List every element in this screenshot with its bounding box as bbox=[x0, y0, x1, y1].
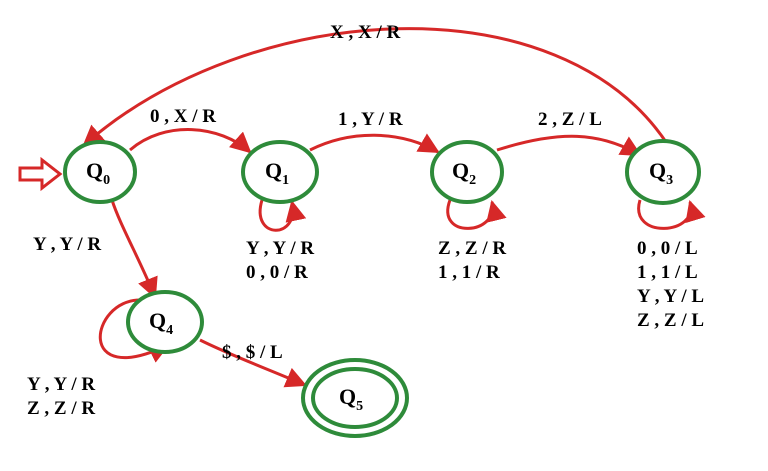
self-loop-q2 bbox=[446, 199, 507, 230]
state-q2 bbox=[430, 140, 504, 204]
state-q4 bbox=[126, 290, 204, 354]
label-q0-q4: Y , Y / R bbox=[33, 234, 101, 255]
label-loop-q4-1: Y , Y / R bbox=[27, 374, 95, 395]
label-loop-q3-4: Z , Z / L bbox=[637, 310, 704, 331]
edge-q3-q0 bbox=[82, 27, 670, 147]
state-q3 bbox=[625, 139, 701, 205]
edge-q2-q3 bbox=[496, 134, 642, 157]
state-q0 bbox=[63, 140, 137, 204]
self-loop-q3 bbox=[637, 199, 706, 230]
label-loop-q1-2: 0 , 0 / R bbox=[246, 262, 308, 283]
label-q3-q0: X , X / R bbox=[330, 22, 400, 43]
label-loop-q4-2: Z , Z / R bbox=[27, 398, 95, 419]
label-loop-q2-2: 1 , 1 / R bbox=[438, 262, 500, 283]
edge-q0-q1 bbox=[129, 128, 252, 154]
state-label-q0: Q0 bbox=[86, 158, 110, 188]
label-q4-q5: $ , $ / L bbox=[222, 342, 283, 363]
self-loop-q1 bbox=[258, 199, 307, 232]
start-arrow-icon bbox=[18, 156, 63, 192]
edge-q0-q4 bbox=[110, 199, 158, 299]
edge-q1-q2 bbox=[309, 133, 440, 154]
state-label-q1: Q1 bbox=[265, 158, 289, 188]
state-label-q4: Q4 bbox=[149, 308, 173, 338]
label-q0-q1: 0 , X / R bbox=[150, 106, 216, 127]
state-label-q2: Q2 bbox=[452, 158, 476, 188]
edge-q4-q5 bbox=[199, 338, 307, 388]
self-loop-q4 bbox=[98, 298, 170, 363]
label-loop-q3-2: 1 , 1 / L bbox=[637, 262, 698, 283]
label-loop-q1-1: Y , Y / R bbox=[246, 238, 314, 259]
state-q1 bbox=[241, 140, 319, 204]
label-loop-q3-3: Y , Y / L bbox=[637, 286, 704, 307]
state-q5-inner bbox=[311, 367, 399, 429]
label-q2-q3: 2 , Z / L bbox=[538, 109, 602, 130]
state-label-q3: Q3 bbox=[649, 158, 673, 188]
label-loop-q2-1: Z , Z / R bbox=[438, 238, 506, 259]
label-q1-q2: 1 , Y / R bbox=[338, 109, 403, 130]
label-loop-q3-1: 0 , 0 / L bbox=[637, 238, 698, 259]
state-label-q5: Q5 bbox=[339, 384, 363, 414]
